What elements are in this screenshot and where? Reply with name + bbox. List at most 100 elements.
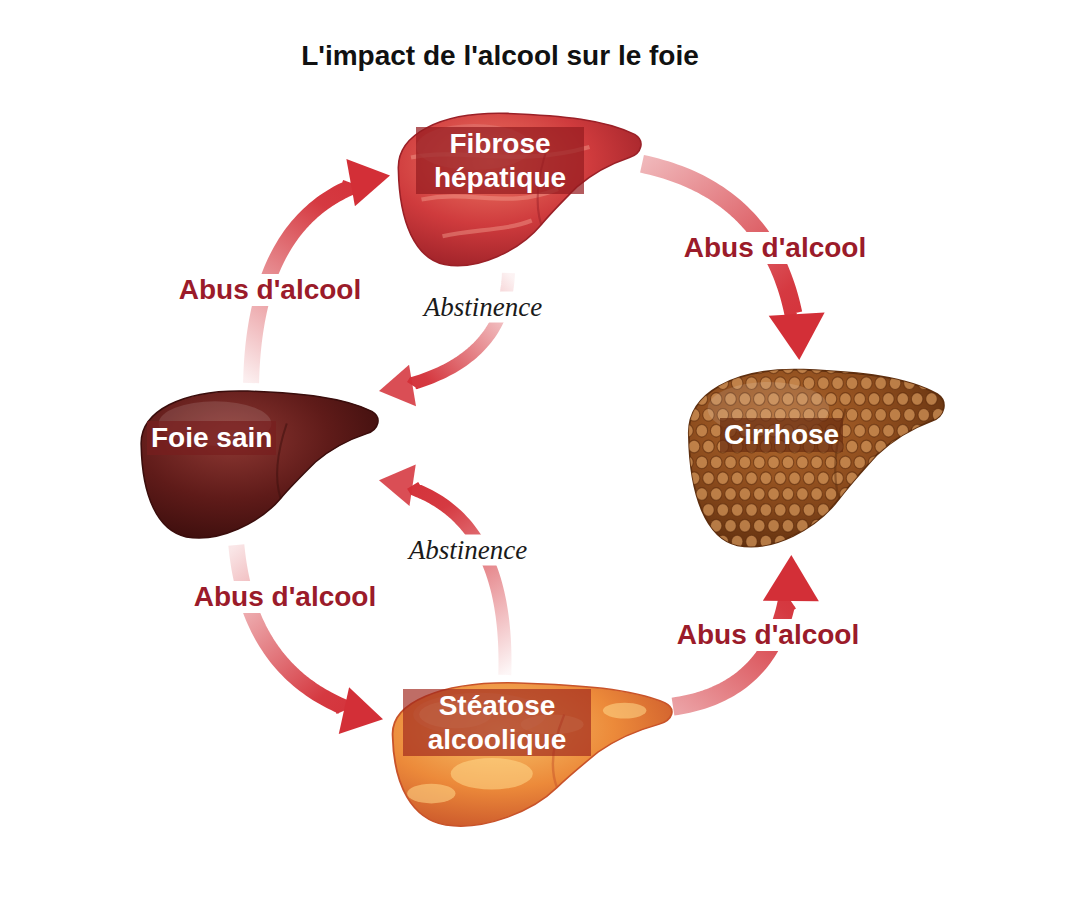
arrow-connector xyxy=(236,545,383,734)
nodule xyxy=(889,472,900,485)
nodule xyxy=(889,535,900,548)
nodule xyxy=(883,519,894,532)
arrow-head xyxy=(379,365,416,406)
nodule xyxy=(840,488,851,501)
nodule xyxy=(739,456,750,469)
nodule xyxy=(926,361,937,374)
nodule xyxy=(889,377,900,390)
nodule xyxy=(797,361,808,374)
nodule xyxy=(911,519,922,532)
nodule xyxy=(889,504,900,517)
liver-texture xyxy=(682,361,944,548)
nodule xyxy=(768,456,779,469)
nodule xyxy=(897,488,908,501)
nodule xyxy=(717,535,728,548)
liver-node: Cirrhose xyxy=(680,360,945,555)
arrow-head xyxy=(763,555,819,601)
nodule xyxy=(918,377,929,390)
nodule xyxy=(739,361,750,374)
nodule xyxy=(825,519,836,532)
nodule xyxy=(846,440,857,453)
nodule xyxy=(682,393,693,406)
nodule xyxy=(897,393,908,406)
nodule xyxy=(789,535,800,548)
nodule xyxy=(710,456,721,469)
nodule xyxy=(789,504,800,517)
nodule xyxy=(861,472,872,485)
liver-node: Stéatose alcoolique xyxy=(383,675,673,833)
nodule xyxy=(760,535,771,548)
liver-node: Fibrose hépatique xyxy=(390,105,642,273)
nodule xyxy=(932,535,943,548)
arrow-head xyxy=(769,313,825,360)
edge-label: Abus d'alcool xyxy=(680,232,870,264)
nodule xyxy=(932,377,943,390)
node-label: Cirrhose xyxy=(720,418,843,452)
liver-texture xyxy=(411,124,590,236)
nodule xyxy=(768,488,779,501)
nodule xyxy=(911,424,922,437)
edge-label-holder: Abus d'alcool xyxy=(680,232,870,264)
nodule xyxy=(739,488,750,501)
arrow-connector xyxy=(379,465,505,675)
nodule xyxy=(725,361,736,374)
nodule xyxy=(868,456,879,469)
nodule xyxy=(861,409,872,422)
nodule xyxy=(768,361,779,374)
nodule xyxy=(897,424,908,437)
nodule xyxy=(868,519,879,532)
nodule xyxy=(932,504,943,517)
nodule xyxy=(883,393,894,406)
nodule xyxy=(854,361,865,374)
nodule xyxy=(688,504,699,517)
nodule xyxy=(688,377,699,390)
arrow-shaft xyxy=(413,273,509,385)
nodule xyxy=(861,504,872,517)
liver-illustration xyxy=(133,383,379,545)
nodule xyxy=(797,488,808,501)
nodule xyxy=(754,488,765,501)
nodule xyxy=(818,377,829,390)
liver-shape xyxy=(393,683,672,826)
nodule xyxy=(926,488,937,501)
nodule xyxy=(682,424,693,437)
nodule xyxy=(825,361,836,374)
fat-spot xyxy=(451,758,533,790)
nodule xyxy=(918,535,929,548)
nodule xyxy=(932,472,943,485)
nodule xyxy=(911,361,922,374)
nodule xyxy=(774,472,785,485)
nodule xyxy=(904,472,915,485)
nodule xyxy=(854,424,865,437)
node-label: Fibrose hépatique xyxy=(416,127,584,194)
nodule xyxy=(875,472,886,485)
node-label: Stéatose alcoolique xyxy=(403,689,591,756)
nodule xyxy=(932,440,943,453)
nodule xyxy=(875,440,886,453)
nodule xyxy=(846,472,857,485)
edge-label-holder: Abus d'alcool xyxy=(190,581,380,613)
nodule xyxy=(918,504,929,517)
arrow-shaft xyxy=(413,485,505,675)
nodule xyxy=(846,504,857,517)
nodule xyxy=(731,504,742,517)
nodule xyxy=(682,456,693,469)
nodule xyxy=(682,361,693,374)
nodule xyxy=(682,488,693,501)
nodule xyxy=(904,504,915,517)
nodule xyxy=(926,456,937,469)
arrow-shaft xyxy=(236,545,344,711)
nodule xyxy=(904,440,915,453)
nodule xyxy=(754,456,765,469)
nodule xyxy=(782,519,793,532)
nodule xyxy=(883,361,894,374)
nodule xyxy=(911,456,922,469)
arrow-head xyxy=(346,159,390,206)
nodule xyxy=(875,504,886,517)
nodule xyxy=(768,519,779,532)
nodule xyxy=(739,519,750,532)
edge-label-holder: Abus d'alcool xyxy=(673,619,863,651)
nodule xyxy=(883,488,894,501)
nodule xyxy=(918,409,929,422)
